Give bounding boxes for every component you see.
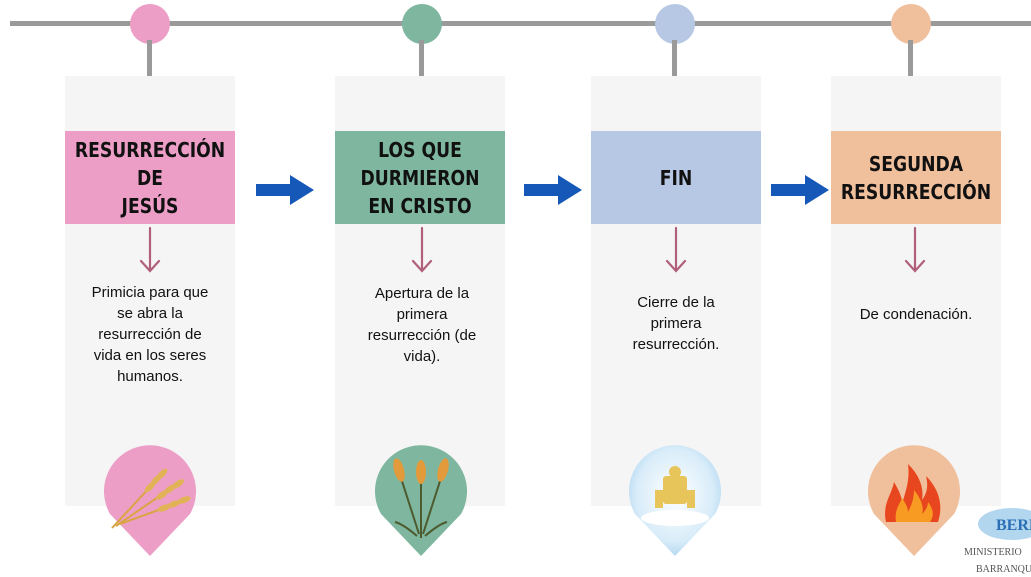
down-arrow-2 xyxy=(411,226,433,273)
timeline-dot-2 xyxy=(402,4,442,44)
timeline-dot-3 xyxy=(655,4,695,44)
wheat-plant-icon xyxy=(375,445,467,556)
down-arrow-3 xyxy=(665,226,687,273)
timeline-stem-4 xyxy=(908,40,913,76)
berea-logo-icon: BEREA MINISTERIO BARRANQUILLA xyxy=(964,508,1031,575)
timeline-line xyxy=(10,21,1031,26)
heavenly-throne-icon xyxy=(629,445,721,556)
timeline-dot-1 xyxy=(130,4,170,44)
timeline-stem-3 xyxy=(672,40,677,76)
stage-description-4: De condenación. xyxy=(859,306,973,323)
stage-description-3: Cierre de la primera resurrección. xyxy=(632,294,720,353)
stage-title-box-3: FIN xyxy=(591,131,761,224)
flow-arrow-1-2 xyxy=(256,175,314,205)
svg-text:BARRANQUILLA: BARRANQUILLA xyxy=(976,564,1031,575)
down-arrow-1 xyxy=(139,226,161,273)
stage-description-1: Primicia para que se abra la resurrecció… xyxy=(91,284,209,385)
timeline-dot-4 xyxy=(891,4,931,44)
wheat-icon xyxy=(104,445,196,556)
timeline-stem-2 xyxy=(419,40,424,76)
svg-text:MINISTERIO: MINISTERIO xyxy=(964,547,1022,558)
timeline-stem-1 xyxy=(147,40,152,76)
svg-text:BEREA: BEREA xyxy=(996,517,1031,534)
flow-arrow-3-4 xyxy=(771,175,829,205)
stage-description-2: Apertura de la primera resurrección (de … xyxy=(367,285,477,365)
fire-icon xyxy=(868,445,960,556)
flow-arrow-2-3 xyxy=(524,175,582,205)
stage-title-3: FIN xyxy=(659,165,693,190)
down-arrow-4 xyxy=(904,226,926,273)
